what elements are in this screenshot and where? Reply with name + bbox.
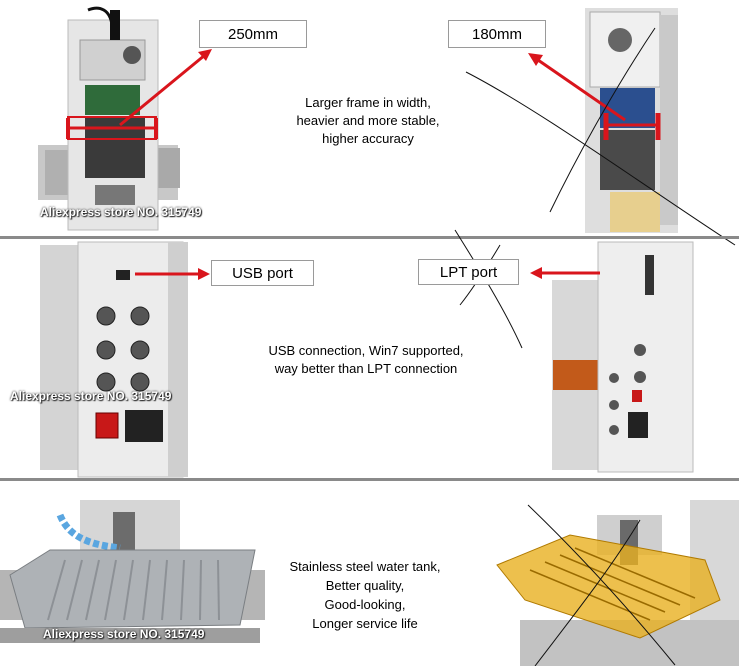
- cross-out-mark-icon: [527, 504, 676, 666]
- photo-lpt-panel: [552, 241, 694, 473]
- description-line: higher accuracy: [322, 131, 414, 146]
- width-marker-250: [66, 49, 212, 140]
- width-label-180: 180mm: [448, 20, 546, 48]
- frame-description: Larger frame in width, heavier and more …: [268, 94, 468, 148]
- aviation-connector-icon: [96, 306, 150, 392]
- port-label-lpt: LPT port: [418, 259, 519, 285]
- store-watermark: Aliexpress store NO. 315749: [40, 205, 202, 219]
- store-watermark: Aliexpress store NO. 315749: [43, 627, 205, 641]
- usb-port-icon: [116, 270, 130, 280]
- cross-out-mark-icon: [465, 27, 736, 246]
- description-line: USB connection, Win7 supported,: [268, 343, 464, 358]
- photo-steel-tank: [0, 500, 265, 643]
- usb-arrow: [135, 268, 210, 280]
- width-label-text: 180mm: [471, 25, 523, 43]
- width-marker-180: [528, 53, 661, 140]
- description-line: heavier and more stable,: [296, 113, 440, 128]
- port-label-text: LPT port: [439, 263, 498, 281]
- store-watermark: Aliexpress store NO. 315749: [10, 389, 172, 403]
- description-line: Better quality,: [325, 578, 405, 593]
- power-switch-icon: [95, 412, 119, 439]
- lpt-arrow: [530, 267, 600, 279]
- description-line: Larger frame in width,: [305, 95, 431, 110]
- photo-acrylic-tank: [496, 500, 739, 666]
- tank-description: Stainless steel water tank, Better quali…: [260, 557, 470, 633]
- width-label-250: 250mm: [199, 20, 307, 48]
- db25-port-icon: [645, 255, 654, 295]
- description-line: Longer service life: [312, 616, 418, 631]
- port-description: USB connection, Win7 supported, way bett…: [248, 342, 484, 378]
- width-label-text: 250mm: [227, 25, 279, 43]
- description-line: way better than LPT connection: [274, 361, 458, 376]
- photo-usb-panel: [40, 241, 188, 478]
- red-arrow-icon: [537, 58, 626, 122]
- section-divider: [0, 236, 739, 239]
- photo-narrow-frame: [585, 8, 678, 233]
- description-line: Stainless steel water tank,: [289, 559, 441, 574]
- red-arrow-icon: [198, 268, 210, 280]
- port-label-text: USB port: [232, 264, 293, 282]
- red-arrow-icon: [530, 267, 542, 279]
- section-divider: [0, 478, 739, 481]
- description-line: Good-looking,: [324, 597, 406, 612]
- red-arrow-icon: [119, 53, 206, 127]
- port-label-usb: USB port: [211, 260, 314, 286]
